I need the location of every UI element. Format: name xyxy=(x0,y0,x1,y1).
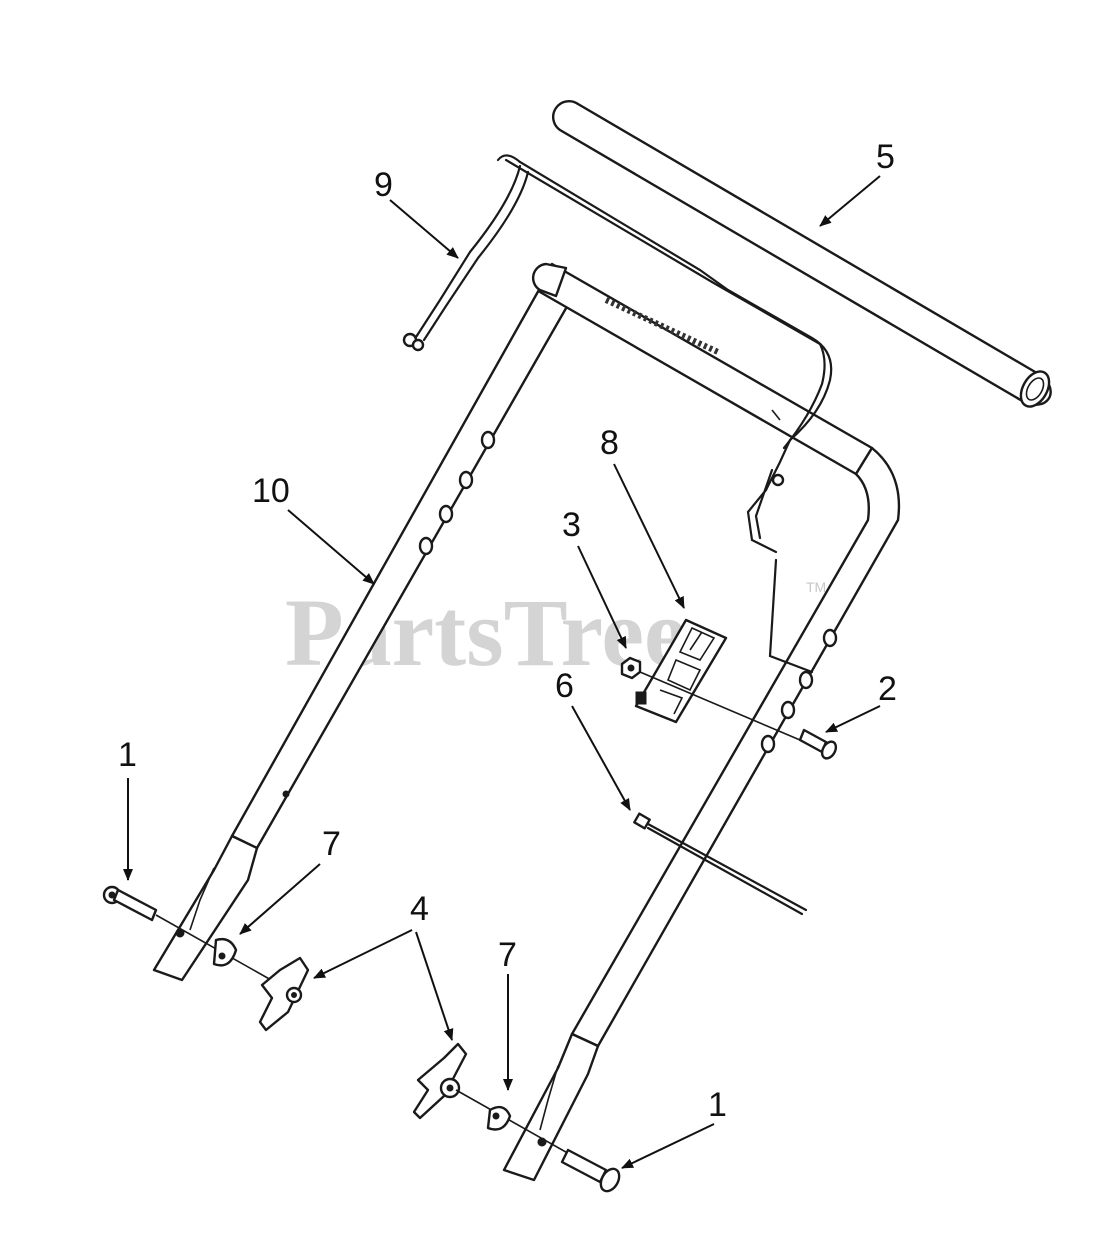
callout-7-right: 7 xyxy=(498,936,517,974)
callout-1-left: 1 xyxy=(118,736,137,774)
lower-handle-right-end xyxy=(502,1032,600,1182)
callout-3: 3 xyxy=(562,506,581,544)
callout-7-left: 7 xyxy=(322,825,341,863)
callout-2: 2 xyxy=(878,670,897,708)
right-hardware xyxy=(412,1042,621,1193)
left-hardware xyxy=(102,885,310,1032)
callout-6: 6 xyxy=(555,667,574,705)
part-6-cable-tie xyxy=(633,812,808,916)
callout-8: 8 xyxy=(600,424,619,462)
callout-10: 10 xyxy=(252,472,290,510)
part-10-upper-handle xyxy=(230,262,901,1048)
callout-1-right: 1 xyxy=(708,1086,727,1124)
callout-4: 4 xyxy=(410,890,429,928)
part-9-control-wire xyxy=(402,154,833,674)
lower-handle-left-end xyxy=(152,834,259,982)
part-3-nut xyxy=(620,656,642,680)
part-5-foam-grip xyxy=(552,99,1052,408)
part-2-bolt xyxy=(639,671,838,760)
leader-arrows xyxy=(123,175,881,1169)
callout-labels: 1 1 2 3 4 5 6 7 7 8 9 10 xyxy=(118,138,897,1124)
callout-9: 9 xyxy=(374,166,393,204)
watermark-trademark: TM xyxy=(806,579,826,595)
callout-5: 5 xyxy=(876,138,895,176)
